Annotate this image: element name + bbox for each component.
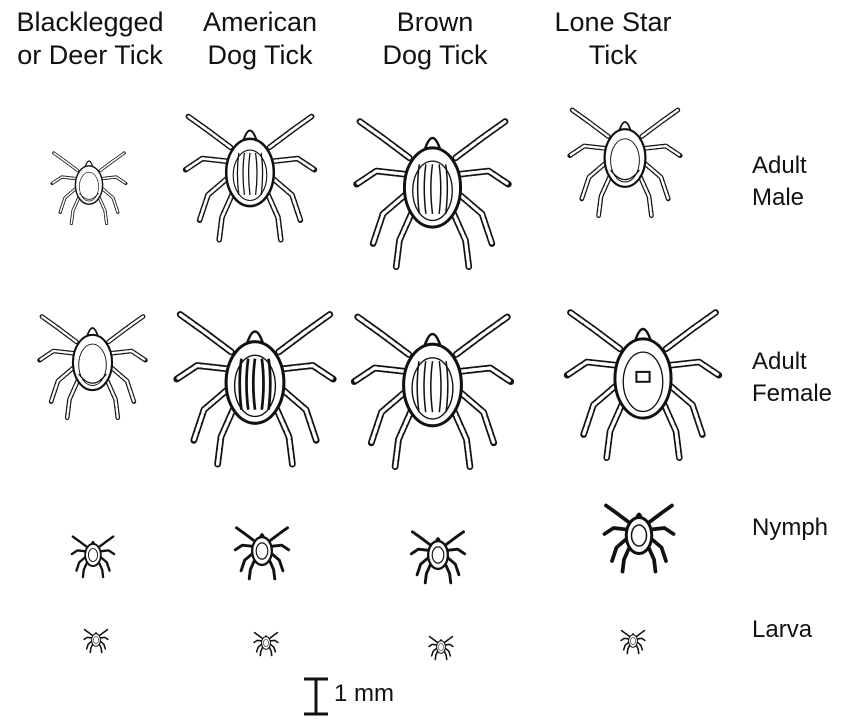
blacklegged-larva-illustration [82,627,110,653]
blacklegged-adult-female-illustration [35,300,150,425]
column-title-blacklegged: Blacklegged or Deer Tick [0,6,180,72]
american-dog-larva-illustration [252,630,280,656]
scale-bar [296,676,336,723]
column-title-lone-star: Lone Star Tick [523,6,703,72]
column-title-brown-dog: Brown Dog Tick [345,6,525,72]
lone-star-nymph-illustration [600,498,678,573]
brown-dog-larva-illustration [427,634,455,660]
row-label-larva: Larva [752,614,812,646]
lone-star-adult-male-illustration [565,78,685,238]
lone-star-larva-illustration [618,628,648,654]
brown-dog-adult-male-illustration [350,105,515,270]
column-title-american-dog: American Dog Tick [170,6,350,72]
lone-star-adult-female-illustration [553,296,733,461]
scale-bar-label: 1 mm [334,680,394,708]
american-dog-nymph-illustration [229,522,295,580]
row-label-adult-male: Adult Male [752,150,807,214]
blacklegged-nymph-illustration [70,532,116,578]
row-label-adult-female: Adult Female [752,346,832,410]
american-dog-adult-female-illustration [170,295,340,470]
row-label-nymph: Nymph [752,512,828,544]
american-dog-adult-male-illustration [180,100,320,245]
blacklegged-adult-male-illustration [44,145,134,225]
brown-dog-nymph-illustration [405,526,471,584]
brown-dog-adult-female-illustration [325,300,540,470]
